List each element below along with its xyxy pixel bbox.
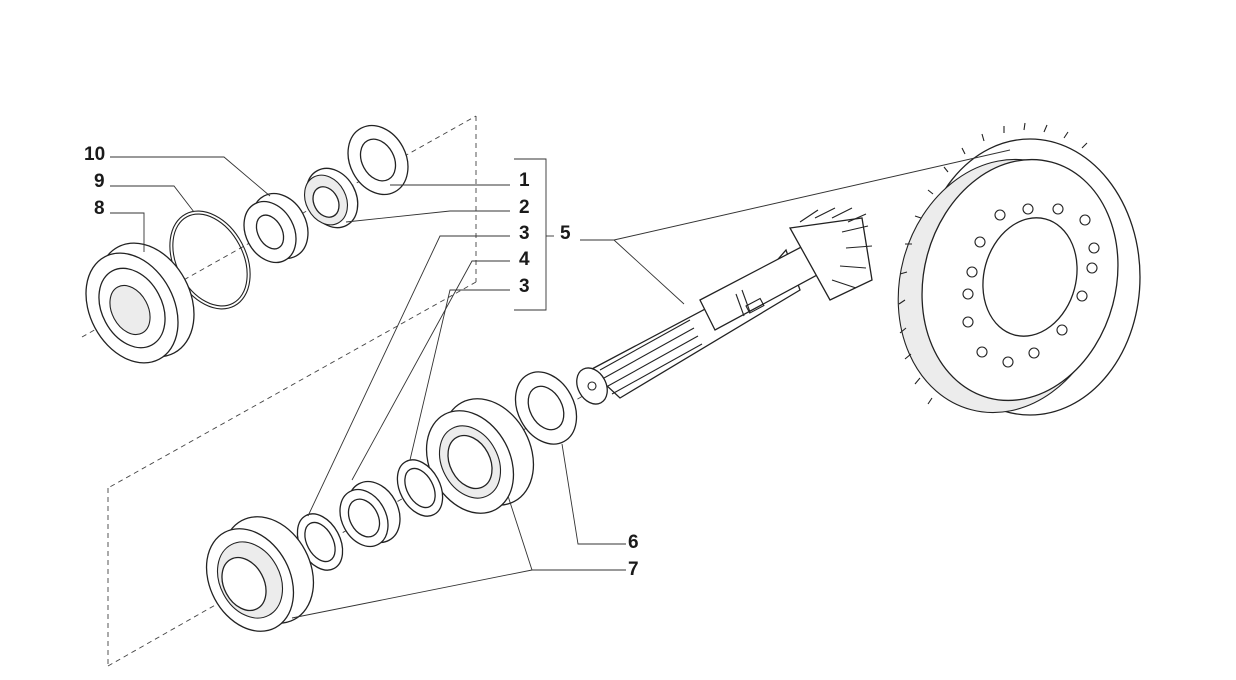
leader-lines	[110, 149, 1011, 619]
tab-washer-1	[347, 124, 409, 196]
shim-washer-6	[514, 371, 578, 445]
shim-3-lower	[296, 513, 344, 571]
pinion-shaft	[576, 207, 873, 405]
bearing-7-rear	[205, 516, 315, 632]
bearing-7-front	[425, 398, 535, 514]
shim-3-upper	[396, 459, 444, 517]
ring-gear-teeth	[898, 122, 1088, 405]
callout-1: 1	[519, 170, 530, 191]
callout-3-lower: 3	[519, 276, 530, 297]
bolt-holes	[962, 203, 1100, 368]
bearing-housing-8	[85, 242, 195, 364]
callout-labels: 10 9 8 1 2 3 4 3 5 6 7	[84, 144, 639, 580]
ring-gear	[897, 122, 1141, 416]
callout-8: 8	[94, 198, 105, 219]
callout-7: 7	[628, 559, 639, 580]
callout-10: 10	[84, 144, 105, 165]
ring-nut-2	[303, 167, 359, 229]
callout-9: 9	[94, 171, 105, 192]
spacer-4	[339, 480, 401, 548]
bearing-10	[243, 192, 309, 264]
callout-5: 5	[560, 223, 571, 244]
callout-3-upper: 3	[519, 223, 530, 244]
callout-2: 2	[519, 197, 530, 218]
callout-6: 6	[628, 532, 639, 553]
callout-4: 4	[519, 249, 530, 270]
